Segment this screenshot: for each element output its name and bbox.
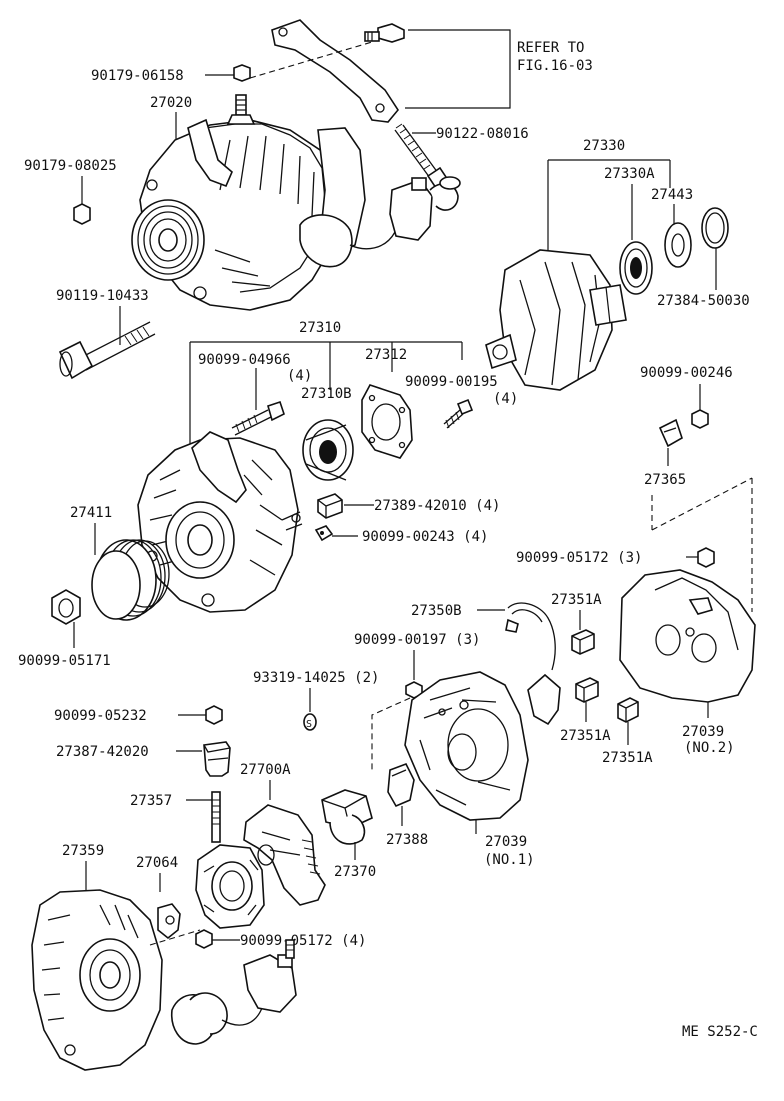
label-27039-no1: 27039 [485,834,527,850]
rotor-27330 [485,249,627,391]
cover-27443 [664,222,692,268]
wiring-harness-top [299,176,461,268]
label-27388: 27388 [386,832,428,848]
bracket-bolt-part [364,23,405,43]
insulator-27350B [505,602,561,726]
label-27064: 27064 [136,855,178,871]
label-27039-no2-sub: (NO.2) [684,740,735,756]
nut-90179-08025 [73,203,91,225]
label-27357: 27357 [130,793,172,809]
clip-27365 [658,418,683,448]
label-27312: 27312 [365,347,407,363]
label-90099-00195: 90099-00195 [405,374,498,390]
refer-note-line2: FIG.16-03 [517,58,593,74]
label-90099-05171: 90099-05171 [18,653,111,669]
label-90099-05232: 90099-05232 [54,708,147,724]
nut-90099-05171 [51,589,81,625]
label-93319-14025: 93319-14025 (2) [253,670,379,686]
label-27411: 27411 [70,505,112,521]
regulator-27700A [243,804,326,906]
nut-90099-00246 [691,409,709,429]
label-27310B: 27310B [301,386,352,402]
label-27039-no2: 27039 [682,724,724,740]
label-90099-04966: 90099-04966 [198,352,291,368]
brush-holder-27370 [321,789,373,845]
label-27039-no1-sub: (NO.1) [484,852,535,868]
label-27330: 27330 [583,138,625,154]
label-27389-42010: 27389-42010 (4) [374,498,500,514]
label-90099-00195-qty: (4) [493,391,518,407]
retainer-plate-27312 [361,384,413,459]
bracket-27330 [547,159,671,258]
label-27387-42020: 27387-42020 [56,744,149,760]
label-27330A: 27330A [604,166,655,182]
rear-end-cover-27039-no1 [404,671,529,821]
screw-90099-00243 [314,525,334,542]
label-90099-00243: 90099-00243 (4) [362,529,488,545]
label-27020: 27020 [150,95,192,111]
label-90099-05172-3: 90099-05172 (3) [516,550,642,566]
screw-90099-04966 [231,400,285,436]
nut-90099-05172-top [697,547,715,568]
label-90122-08016: 90122-08016 [436,126,529,142]
cap-27387-42020 [203,741,231,777]
nut-90099-05172-bottom [195,929,213,949]
label-90099-05172-4: 90099-05172 (4) [240,933,366,949]
label-27351A-bottom: 27351A [602,750,653,766]
bolt-90119-10433 [58,321,156,380]
gasket-27064 [157,903,181,940]
rectifier-27357 [195,791,265,929]
rear-frame-27359 [31,889,163,1071]
cover-27388 [387,762,415,808]
label-27370: 27370 [334,864,376,880]
mounting-bracket-part [271,19,399,123]
label-27443: 27443 [651,187,693,203]
label-27365: 27365 [644,472,686,488]
nut-90099-05232 [205,705,223,725]
drive-end-frame-27310 [137,431,303,613]
label-27384-50030: 27384-50030 [657,293,750,309]
bushing-27351A-mid [575,677,599,703]
ring-27384-50030 [701,207,729,249]
bearing-27310B [302,419,354,481]
pulley-27411 [91,539,170,621]
refer-note-line1: REFER TO [517,40,584,56]
bearing-27330A [619,241,653,295]
bushing-27351A-bottom [617,697,639,723]
nut-90179-06158 [233,64,251,82]
footer-code: ME S252-C [682,1024,758,1040]
alternator-assembly-top [131,94,366,311]
label-27700A: 27700A [240,762,291,778]
label-27310: 27310 [299,320,341,336]
label-90179-06158: 90179-06158 [91,68,184,84]
label-27351A-top: 27351A [551,592,602,608]
label-27359: 27359 [62,843,104,859]
label-90179-08025: 90179-08025 [24,158,117,174]
screw-90099-00195 [443,398,474,429]
rear-end-cover-27039-no2 [619,569,756,703]
label-27351A-mid: 27351A [560,728,611,744]
label-27350B: 27350B [411,603,462,619]
label-90099-00246: 90099-00246 [640,365,733,381]
stud-93319-14025 [303,713,317,731]
label-90119-10433: 90119-10433 [56,288,149,304]
label-90099-04966-qty: (4) [287,368,312,384]
refer-leader [405,29,511,109]
bushing-27389-42010 [317,493,343,519]
wiring-harness-bottom [171,939,297,1045]
bracket-27310 [189,341,463,448]
s-mark: S [306,719,312,730]
label-90099-00197: 90099-00197 (3) [354,632,480,648]
bushing-27351A-top [571,629,595,655]
